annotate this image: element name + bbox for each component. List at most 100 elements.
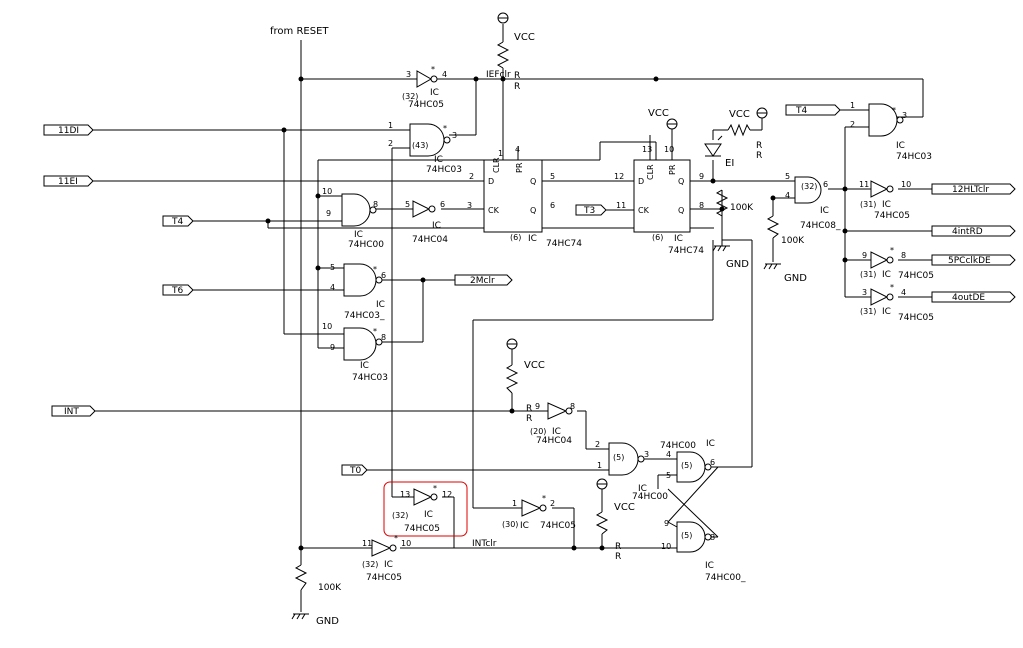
svg-text:CLR: CLR [492,157,501,173]
port-4intrd: 4intRD [931,225,1016,237]
svg-text:8: 8 [373,200,378,209]
wires [93,24,932,612]
svg-text:IC: IC [882,270,891,280]
svg-text:(30): (30) [502,520,518,529]
svg-text:13: 13 [400,490,410,499]
inverter-hc05-reset: 11 * 10 (32) IC 74HC05 [362,534,411,583]
svg-text:Q: Q [530,206,536,215]
resistor-top: R R [496,41,520,92]
svg-text:6: 6 [381,271,386,280]
gnd-label-ff2: GND [726,259,749,270]
svg-text:*: * [890,283,894,292]
vcc-symbol-intclr: VCC [596,478,635,513]
resistor-intclr-r1: R [615,542,621,552]
port-t0-label: T0 [349,466,361,476]
svg-text:IC: IC [424,510,433,520]
svg-text:D: D [488,177,494,186]
svg-text:CK: CK [488,206,500,215]
resistor-int: R R [505,364,532,424]
svg-text:(32): (32) [402,92,418,101]
svg-text:10: 10 [664,145,674,154]
intclr-label: INTclr [472,539,497,549]
svg-text:*: * [431,65,435,74]
svg-text:2: 2 [388,139,393,148]
dff-hc74-right: D Q CK Q CLR PR 12 11 13 10 9 8 (6) IC 7… [614,145,704,256]
svg-text:CLR: CLR [646,164,655,180]
vcc-symbol-ff2: VCC [648,108,678,130]
resistor-ff2-100k: 100K [715,189,754,217]
svg-text:13: 13 [642,145,652,154]
svg-text:Q: Q [678,177,684,186]
svg-text:74HC03_: 74HC03_ [344,311,385,321]
svg-text:*: * [373,327,377,336]
svg-text:10: 10 [661,542,671,551]
ground-symbol-hc08: GND [763,263,807,284]
svg-text:8: 8 [901,251,906,260]
port-int-label: INT [64,407,79,417]
nand-hc03-right: 1 2 * 3 IC 74HC03 [850,101,932,162]
svg-text:IC: IC [520,521,529,531]
svg-text:(6): (6) [652,233,663,242]
svg-text:10: 10 [322,187,332,196]
svg-text:74HC05: 74HC05 [540,521,576,531]
svg-text:74HC00: 74HC00 [348,240,384,250]
svg-text:(5): (5) [681,461,692,470]
nand-hc00-latch-lower: 9 10 8 (5) IC 74HC00_ [661,519,746,583]
svg-text:IC: IC [432,221,441,231]
svg-text:74HC03: 74HC03 [426,165,462,175]
svg-text:Q: Q [678,206,684,215]
svg-text:11: 11 [616,201,626,210]
port-11di: 11DI [43,124,94,136]
svg-text:6: 6 [550,201,555,210]
svg-text:1: 1 [498,149,503,158]
svg-text:Q: Q [530,177,536,186]
svg-text:IC: IC [552,427,561,437]
svg-text:5: 5 [785,172,790,181]
svg-text:3: 3 [467,201,472,210]
svg-text:(5): (5) [613,453,624,462]
port-t3-label: T3 [583,206,595,216]
inverter-hc05-top: 3 4 * (32) IC 74HC05 [402,65,447,110]
svg-text:3: 3 [902,111,907,120]
port-5pcclkde-label: 5PCclkDE [948,256,991,266]
svg-text:4: 4 [785,191,790,200]
svg-text:9: 9 [862,251,867,260]
svg-text:10: 10 [901,180,911,189]
svg-text:(5): (5) [681,531,692,540]
resistor-reset-100k-label: 100K [318,583,342,593]
port-t6-label: T6 [171,286,183,296]
vcc-label-ff2: VCC [648,108,669,119]
gnd-label-reset: GND [316,616,339,627]
svg-text:CK: CK [638,206,650,215]
svg-text:12: 12 [614,172,624,181]
and-hc08: 5 4 6 (32) IC 74HC08_ [785,172,841,231]
svg-text:(20): (20) [530,427,546,436]
svg-text:74HC00: 74HC00 [660,441,696,451]
svg-text:2: 2 [850,120,855,129]
svg-text:12: 12 [442,490,452,499]
svg-text:(31): (31) [860,200,876,209]
svg-text:*: * [892,106,896,115]
vcc-symbol-int: VCC [506,338,545,371]
port-11ei-label: 11EI [58,177,78,187]
svg-text:PR: PR [515,162,524,173]
svg-text:IC: IC [638,484,647,494]
svg-text:(32): (32) [362,560,378,569]
inverter-hc05-12hltclr: 11 10 (31) IC 74HC05 [859,180,911,221]
svg-text:3: 3 [644,450,649,459]
led-ei-label: EI [725,158,734,169]
inverter-hc05-5pcclkde: 9 * 8 (31) IC 74HC05 [860,246,934,281]
svg-text:9: 9 [330,343,335,352]
svg-text:11: 11 [859,180,869,189]
svg-text:2: 2 [469,172,474,181]
resistor-led: R R [727,123,762,161]
svg-text:*: * [443,124,447,133]
resistor-top-r1: R [514,71,520,81]
port-int: INT [51,405,96,417]
svg-text:74HC04: 74HC04 [536,436,572,446]
port-t0: T0 [341,464,368,476]
svg-text:4: 4 [442,70,447,79]
resistor-intclr: R R [595,511,621,562]
svg-text:*: * [542,494,546,503]
